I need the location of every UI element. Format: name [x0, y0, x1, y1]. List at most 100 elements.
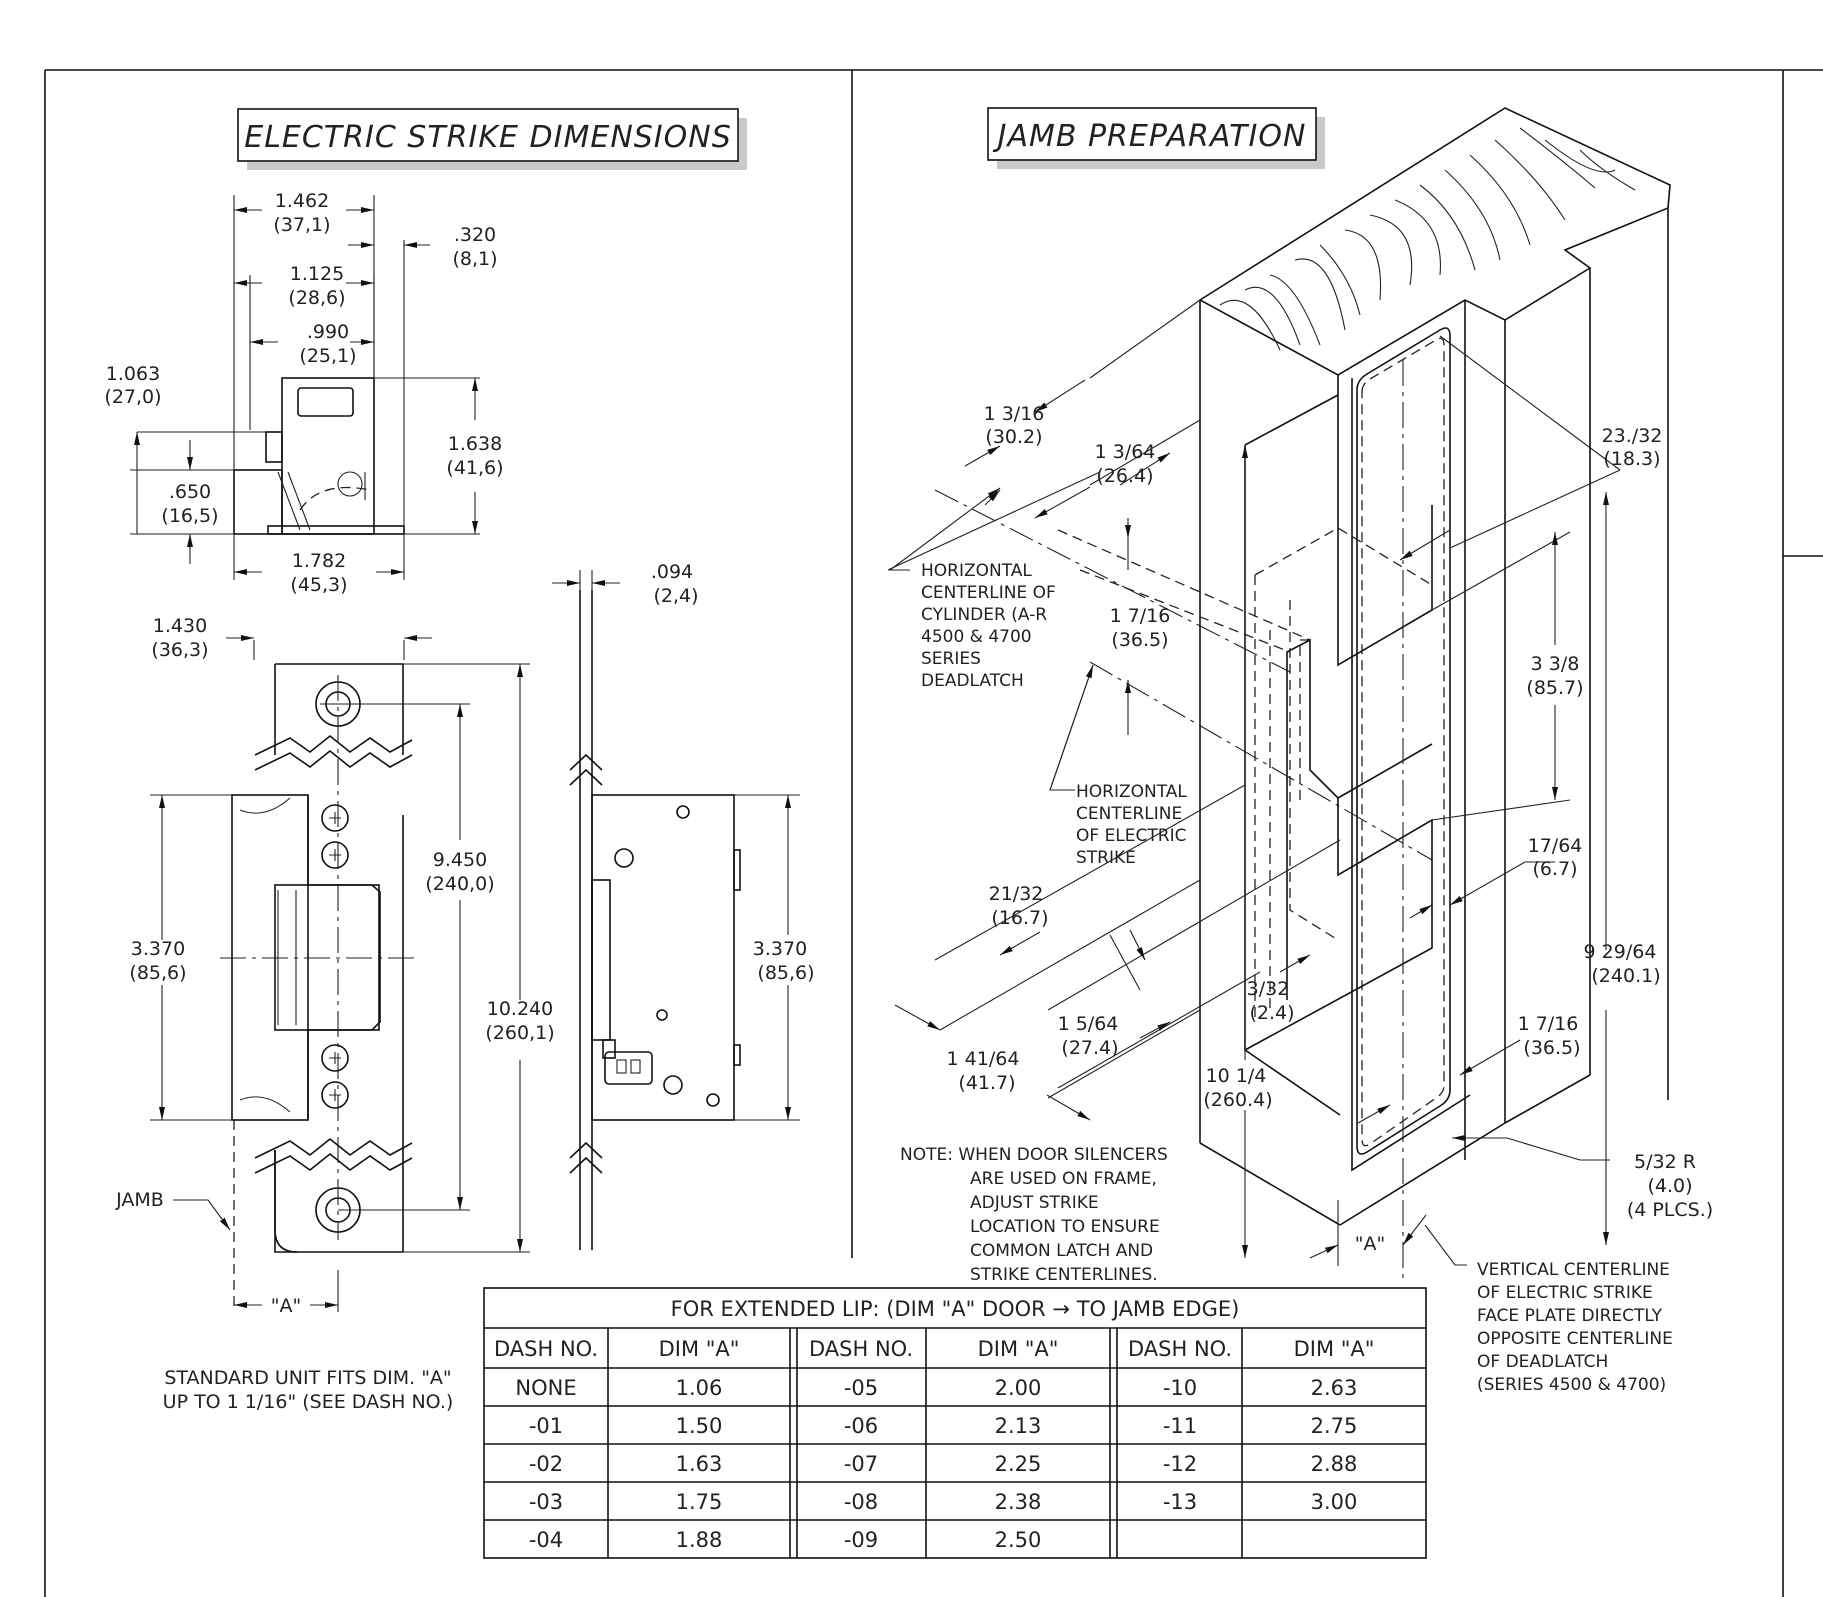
dim-1-5-64-mm: (27.4) — [1061, 1037, 1118, 1059]
dim-10240-mm: (260,1) — [485, 1022, 554, 1044]
table-cell: -05 — [844, 1376, 878, 1400]
table-cell: 3.00 — [1311, 1490, 1358, 1514]
dim-21-32: 21/32 — [989, 883, 1044, 905]
dim-990: .990 — [307, 321, 349, 343]
dim-1-41-64: 1 41/64 — [947, 1048, 1020, 1070]
label-jamb: JAMB — [115, 1189, 164, 1211]
silencer-note-line-4: LOCATION TO ENSURE — [970, 1217, 1160, 1237]
table-cell: 2.00 — [995, 1376, 1042, 1400]
vert-note-line-1: VERTICAL CENTERLINE — [1477, 1260, 1670, 1280]
cyl-note-line-1: HORIZONTAL — [921, 561, 1032, 581]
table-cell: -13 — [1163, 1490, 1197, 1514]
front-view-dimensions: 1.430 (36,3) 9.450 (240,0) 10.240 (260,1… — [115, 615, 554, 1413]
dim-5-32-r-mm: (4.0) — [1647, 1175, 1692, 1197]
dim-990-mm: (25,1) — [299, 345, 356, 367]
dim-3370-right: 3.370 — [753, 938, 807, 960]
strike-side-view — [569, 590, 741, 1250]
dim-a-right: "A" — [1355, 1233, 1385, 1255]
dim-10-1-4-mm: (260.4) — [1203, 1089, 1272, 1111]
table-cell: 1.88 — [676, 1528, 723, 1552]
dim-3370-right-mm: (85,6) — [757, 962, 814, 984]
dim-3-32-mm: (2.4) — [1249, 1002, 1294, 1024]
table-cell: 1.75 — [676, 1490, 723, 1514]
title-box-right: JAMB PREPARATION — [987, 107, 1325, 169]
table-cell: -08 — [844, 1490, 878, 1514]
table-cell: -07 — [844, 1452, 878, 1476]
cyl-note-line-4: 4500 & 4700 — [921, 627, 1032, 647]
dim-23-32: 23./32 — [1602, 425, 1663, 447]
dim-1782-mm: (45,3) — [290, 574, 347, 596]
note-strike-centerline: HORIZONTAL CENTERLINE OF ELECTRIC STRIKE — [1076, 782, 1187, 868]
dim-1430-mm: (36,3) — [151, 639, 208, 661]
dim-1-41-64-mm: (41.7) — [958, 1072, 1015, 1094]
silencer-note-line-5: COMMON LATCH AND — [970, 1241, 1153, 1261]
table-cell: 1.06 — [676, 1376, 723, 1400]
vert-note-line-3: FACE PLATE DIRECTLY — [1477, 1306, 1663, 1326]
dim-1-5-64: 1 5/64 — [1058, 1013, 1119, 1035]
dim-17-64: 17/64 — [1528, 835, 1583, 857]
vert-note-line-4: OPPOSITE CENTERLINE — [1477, 1329, 1673, 1349]
table-cell: 2.88 — [1311, 1452, 1358, 1476]
dim-1638: 1.638 — [448, 433, 502, 455]
extended-lip-table: FOR EXTENDED LIP: (DIM "A" DOOR → TO JAM… — [483, 1287, 1427, 1559]
table-cell: -01 — [529, 1414, 563, 1438]
dim-1-7-16-lower: 1 7/16 — [1518, 1013, 1579, 1035]
vert-note-line-6: (SERIES 4500 & 4700) — [1477, 1375, 1666, 1395]
dim-094-mm: (2,4) — [653, 585, 698, 607]
strike-note-line-2: CENTERLINE — [1076, 804, 1182, 824]
table-cell: -06 — [844, 1414, 878, 1438]
dim-1-3-16: 1 3/16 — [984, 403, 1045, 425]
silencer-note-line-1: NOTE: WHEN DOOR SILENCERS — [900, 1145, 1168, 1165]
dim-3370-left: 3.370 — [131, 938, 185, 960]
sheet-frame — [44, 69, 1823, 1597]
strike-note-line-4: STRIKE — [1076, 848, 1136, 868]
dim-1125: 1.125 — [290, 263, 344, 285]
table-cell: 2.13 — [995, 1414, 1042, 1438]
dim-1-3-64: 1 3/64 — [1095, 441, 1156, 463]
dim-1638-mm: (41,6) — [446, 457, 503, 479]
dim-1-7-16-upper: 1 7/16 — [1110, 605, 1171, 627]
dim-1430: 1.430 — [153, 615, 207, 637]
dim-1063-mm: (27,0) — [104, 386, 161, 408]
dim-1125-mm: (28,6) — [288, 287, 345, 309]
dim-10-1-4: 10 1/4 — [1206, 1065, 1267, 1087]
dim-9450: 9.450 — [433, 849, 487, 871]
side-view-dimensions: .094 (2,4) 3.370 (85,6) — [552, 561, 815, 1121]
col-dim-1: DIM "A" — [659, 1337, 740, 1361]
dim-9450-mm: (240,0) — [425, 873, 494, 895]
col-dim-2: DIM "A" — [978, 1337, 1059, 1361]
dim-5-32-r: 5/32 R — [1634, 1151, 1696, 1173]
dim-23-32-mm: (18.3) — [1603, 448, 1660, 470]
dim-650: .650 — [169, 481, 211, 503]
note-door-silencers: NOTE: WHEN DOOR SILENCERS ARE USED ON FR… — [900, 1145, 1168, 1285]
table-cell: -12 — [1163, 1452, 1197, 1476]
dim-3-32: 3/32 — [1247, 978, 1290, 1000]
table-cell: 2.38 — [995, 1490, 1042, 1514]
silencer-note-line-6: STRIKE CENTERLINES. — [970, 1265, 1158, 1285]
table-cell: 1.63 — [676, 1452, 723, 1476]
dim-094: .094 — [651, 561, 693, 583]
dim-a-left: "A" — [271, 1295, 301, 1317]
dim-3-3-8: 3 3/8 — [1531, 653, 1580, 675]
table-cell: NONE — [515, 1376, 576, 1400]
dim-320-mm: (8,1) — [452, 248, 497, 270]
title-jamb-preparation: JAMB PREPARATION — [993, 119, 1307, 154]
col-dash-3: DASH NO. — [1128, 1337, 1232, 1361]
strike-top-view — [233, 377, 405, 535]
note-cylinder-centerline: HORIZONTAL CENTERLINE OF CYLINDER (A-R 4… — [921, 561, 1056, 691]
silencer-note-line-3: ADJUST STRIKE — [970, 1193, 1099, 1213]
table-header: FOR EXTENDED LIP: (DIM "A" DOOR → TO JAM… — [671, 1297, 1240, 1321]
dim-9-29-64-mm: (240.1) — [1591, 965, 1660, 987]
standard-unit-note-1: STANDARD UNIT FITS DIM. "A" — [164, 1367, 451, 1389]
title-electric-strike-dimensions: ELECTRIC STRIKE DIMENSIONS — [244, 120, 732, 155]
dim-5-32-r-places: (4 PLCS.) — [1627, 1199, 1713, 1221]
vert-note-line-5: OF DEADLATCH — [1477, 1352, 1608, 1372]
note-vertical-centerline: VERTICAL CENTERLINE OF ELECTRIC STRIKE F… — [1477, 1260, 1673, 1395]
cyl-note-line-3: CYLINDER (A-R — [921, 605, 1047, 625]
table-cell: 2.25 — [995, 1452, 1042, 1476]
strike-note-line-3: OF ELECTRIC — [1076, 826, 1186, 846]
top-view-dimensions: 1.462 (37,1) .320 (8,1) 1.125 (28,6) .99… — [104, 190, 503, 596]
cyl-note-line-5: SERIES — [921, 649, 981, 669]
table-cell: -03 — [529, 1490, 563, 1514]
strike-note-line-1: HORIZONTAL — [1076, 782, 1187, 802]
